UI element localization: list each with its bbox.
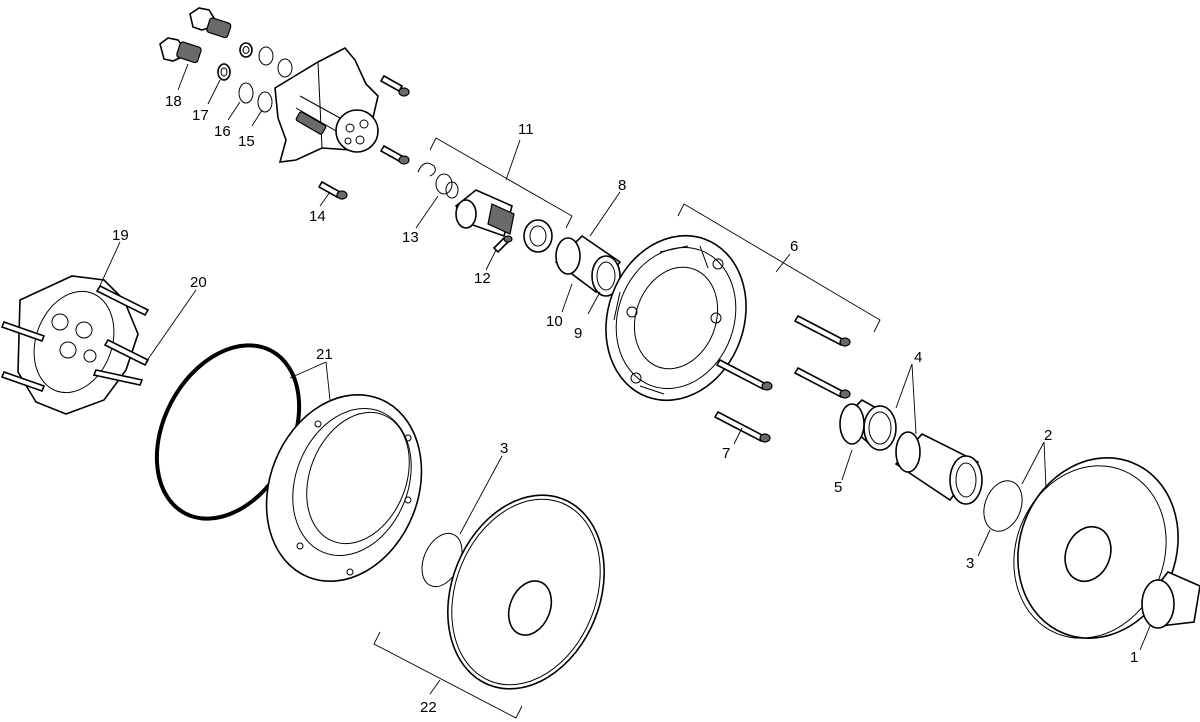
valve-body <box>274 46 379 163</box>
callout-16: 16 <box>214 123 231 140</box>
callout-13: 13 <box>402 229 419 246</box>
body-screws <box>379 74 410 165</box>
callout-21: 21 <box>316 346 333 363</box>
callout-8: 8 <box>618 177 626 194</box>
callout-20: 20 <box>190 274 207 291</box>
part-10-sleeve <box>554 234 622 297</box>
callout-18: 18 <box>165 93 182 110</box>
callout-7: 7 <box>722 445 730 462</box>
callout-17: 17 <box>192 107 209 124</box>
part-16-o-ring <box>238 46 274 104</box>
part-2-escutcheon-plate <box>1013 457 1179 639</box>
callout-22: 22 <box>420 699 437 716</box>
callout-labels: 18 17 16 15 14 13 12 11 8 10 9 6 7 4 5 2… <box>112 93 1138 716</box>
callout-6: 6 <box>790 238 798 255</box>
part-11-cartridge <box>454 189 553 253</box>
callout-3-left: 3 <box>500 440 508 457</box>
part-7-screws <box>713 314 851 443</box>
part-6-mounting-plate <box>605 234 747 402</box>
callout-5: 5 <box>834 479 842 496</box>
callout-9: 9 <box>574 325 582 342</box>
part-14-screw <box>317 180 348 200</box>
leader-lines <box>97 63 1151 719</box>
callout-19: 19 <box>112 227 129 244</box>
part-4-extension-sleeve <box>894 431 983 505</box>
callout-10: 10 <box>546 313 563 330</box>
part-15-o-ring <box>257 58 293 113</box>
part-5-adapter-ring <box>839 399 897 451</box>
part-1-control-knob <box>1141 571 1200 629</box>
part-12-screw <box>492 235 513 254</box>
callout-11: 11 <box>518 121 534 138</box>
callout-15: 15 <box>238 133 255 150</box>
callout-14: 14 <box>309 208 326 225</box>
part-18-shutoff-cartridges <box>159 7 232 64</box>
part-19-20-valve-housing <box>0 275 150 415</box>
part-3-right-o-ring <box>983 480 1023 532</box>
callout-3-right: 3 <box>966 555 974 572</box>
part-13-clip-rings <box>417 162 459 199</box>
callout-12: 12 <box>474 270 491 287</box>
callout-2: 2 <box>1044 427 1052 444</box>
part-17-seal-washer <box>217 42 253 81</box>
part-22-cover-disc <box>447 494 605 690</box>
callout-4: 4 <box>914 349 922 366</box>
part-21-mounting-ring <box>265 393 423 583</box>
callout-1: 1 <box>1130 649 1138 666</box>
